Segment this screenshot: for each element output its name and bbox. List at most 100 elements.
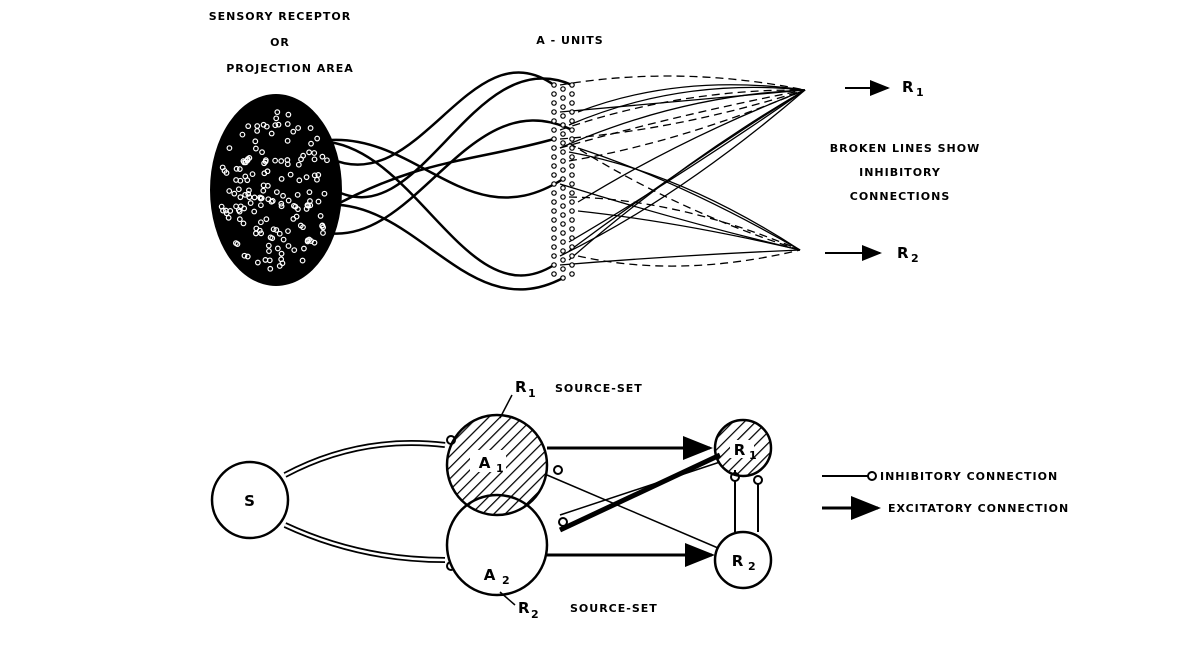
receptor-dot [295, 206, 301, 213]
receptor-dot [284, 121, 291, 127]
a-unit [569, 190, 575, 196]
svg-text:R: R [732, 552, 745, 570]
a-unit [569, 163, 575, 169]
a-to-r-connections [559, 75, 806, 267]
receptor-dot [233, 165, 240, 172]
receptor-dot [295, 125, 302, 131]
svg-text:A: A [479, 454, 492, 472]
broken-lines-note: BROKEN LINES SHOW INHIBITORY CONNECTIONS [830, 142, 980, 203]
receptor-dot [285, 243, 292, 249]
receptor-dot [272, 157, 279, 164]
a-unit [551, 82, 557, 88]
svg-text:2: 2 [748, 560, 757, 573]
receptor-dot [256, 227, 263, 234]
a-unit [551, 181, 557, 187]
receptor-dot [251, 194, 258, 201]
a-unit [551, 199, 557, 205]
a-unit [569, 244, 575, 250]
a-r-connection [568, 151, 801, 251]
a-r-connection [577, 147, 801, 251]
a-r-connection [559, 89, 806, 149]
receptor-dot [285, 197, 292, 204]
a-unit [569, 100, 575, 106]
receptor-dot [260, 182, 267, 189]
a-unit [551, 235, 557, 241]
a-unit [569, 208, 575, 214]
receptor-dot [315, 198, 322, 205]
svg-text:PROJECTION AREA: PROJECTION AREA [226, 62, 354, 75]
receptor-dot [249, 171, 256, 178]
receptor-dot [252, 145, 259, 152]
receptor-dot [278, 203, 285, 210]
receptor-dot [252, 230, 259, 237]
a-unit [551, 100, 557, 106]
a-unit [569, 136, 575, 142]
a-r-connection [559, 89, 806, 113]
receptor-dot [265, 196, 272, 203]
receptor-dot [265, 242, 272, 249]
a-unit [569, 181, 575, 187]
a-r-connection [568, 86, 806, 126]
receptor-dot [299, 257, 306, 264]
a-r-connection [559, 89, 806, 140]
receptor-dot [260, 187, 267, 194]
a-unit [551, 226, 557, 232]
svg-text:BROKEN LINES SHOW: BROKEN LINES SHOW [830, 142, 980, 155]
receptor-dot [273, 227, 280, 233]
receptor-dot [301, 245, 307, 252]
a-unit [551, 253, 557, 259]
receptor-dot [244, 177, 251, 184]
svg-text:R: R [518, 599, 531, 617]
receptor-dot [304, 202, 311, 209]
a-unit [569, 253, 575, 259]
receptor-dot [257, 219, 264, 226]
receptor-dot [278, 250, 285, 257]
a-unit [569, 271, 575, 277]
a-unit [560, 194, 566, 200]
a-unit [569, 127, 575, 133]
receptor-dot [263, 216, 270, 223]
a-unit [560, 95, 566, 101]
receptor-dot [303, 174, 310, 181]
a-unit [560, 212, 566, 218]
s-a-connection [329, 119, 573, 235]
receptor-dot [257, 195, 264, 202]
receptor-dot [273, 115, 280, 122]
receptor-dots [218, 109, 330, 272]
a-r-connection [559, 89, 806, 149]
receptor-dot [268, 130, 275, 137]
a-unit [569, 109, 575, 115]
a-unit [569, 199, 575, 205]
receptor-dot [280, 192, 286, 199]
receptor-dot [278, 176, 285, 182]
receptor-dot [240, 220, 247, 227]
svg-text:S: S [244, 492, 256, 510]
receptor-dot [267, 234, 274, 241]
svg-text:A: A [484, 566, 497, 584]
a-r-connection [568, 196, 801, 251]
receptor-dot [235, 186, 242, 193]
receptor-dot [314, 135, 321, 142]
svg-text:SOURCE-SET: SOURCE-SET [570, 602, 658, 615]
a-unit [560, 122, 566, 128]
a-unit [560, 131, 566, 137]
svg-text:OR: OR [270, 36, 290, 49]
a-r-connection [577, 84, 806, 113]
receptor-dot [324, 157, 330, 164]
a-r-connection [559, 89, 806, 131]
receptor-dot [263, 123, 270, 130]
receptor-dot [275, 121, 282, 128]
svg-text:EXCITATORY CONNECTION: EXCITATORY CONNECTION [888, 502, 1069, 515]
receptor-dot [259, 149, 265, 156]
svg-text:1: 1 [528, 387, 537, 400]
a-unit [560, 167, 566, 173]
receptor-dot [242, 191, 249, 198]
svg-text:SOURCE-SET: SOURCE-SET [555, 382, 643, 395]
receptor-dot [270, 226, 277, 233]
a-unit [560, 239, 566, 245]
svg-text:2: 2 [911, 252, 920, 265]
a-r-connection [559, 183, 801, 251]
